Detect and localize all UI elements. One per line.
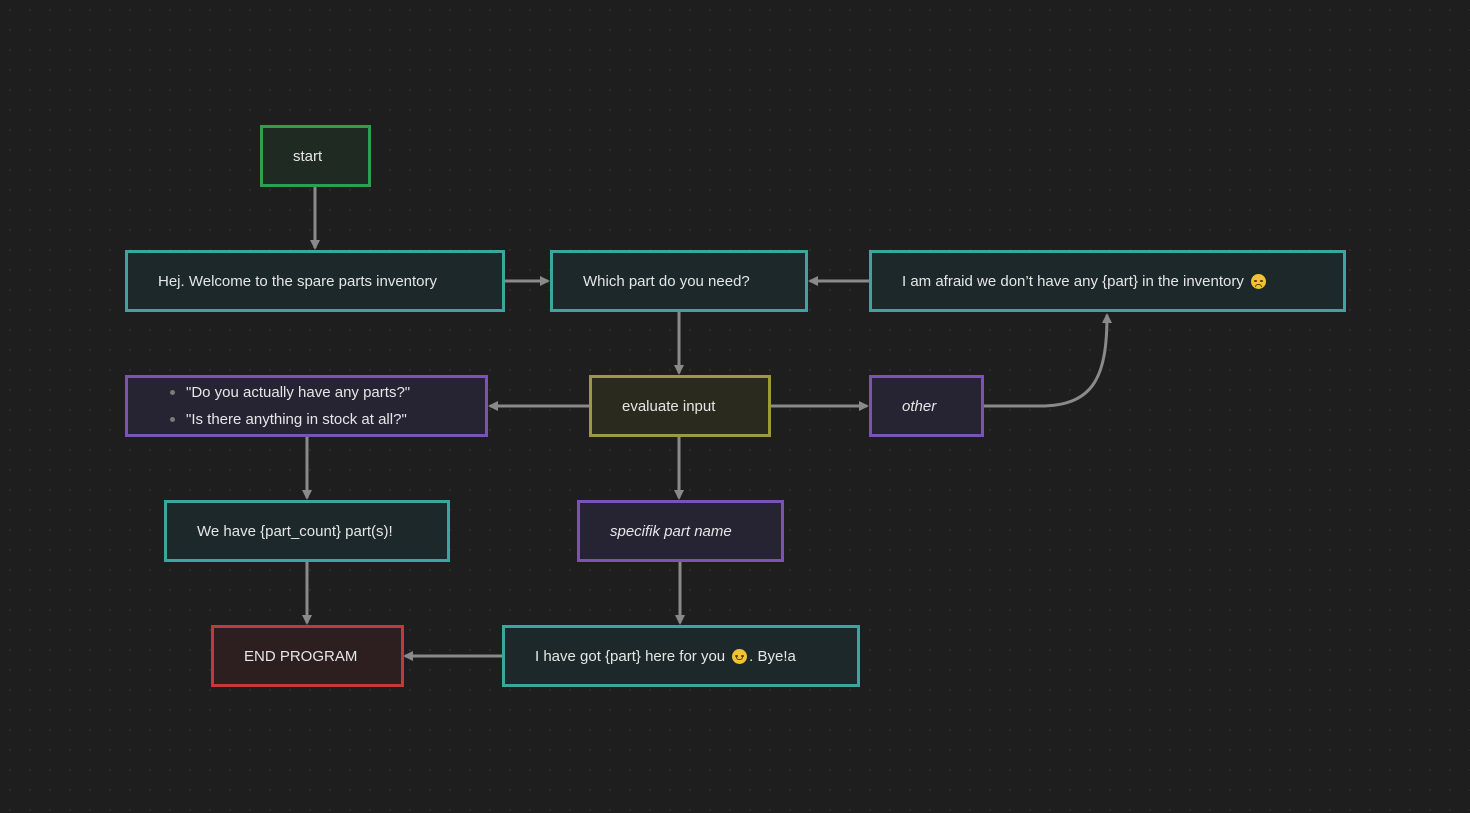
node-afraid[interactable]: I am afraid we don’t have any {part} in … xyxy=(869,250,1346,312)
questions-list: "Do you actually have any parts?" "Is th… xyxy=(158,379,410,433)
node-evaluate-input-label: evaluate input xyxy=(622,397,716,415)
edge-other-to-afraid xyxy=(984,313,1112,408)
question-item: "Do you actually have any parts?" xyxy=(158,379,410,406)
node-have-part-label-after: . Bye!a xyxy=(749,647,796,665)
node-specific-part-label: specifik part name xyxy=(610,522,732,540)
node-have-part[interactable]: I have got {part} here for you . Bye!a xyxy=(502,625,860,687)
node-start[interactable]: start xyxy=(260,125,371,187)
node-other[interactable]: other xyxy=(869,375,984,437)
node-other-label: other xyxy=(902,397,937,415)
node-which-part-label: Which part do you need? xyxy=(583,272,750,290)
node-part-count-label: We have {part_count} part(s)! xyxy=(197,522,393,540)
node-evaluate-input[interactable]: evaluate input xyxy=(589,375,771,437)
node-end-program-label: END PROGRAM xyxy=(244,647,358,665)
node-questions[interactable]: "Do you actually have any parts?" "Is th… xyxy=(125,375,488,437)
node-specific-part[interactable]: specifik part name xyxy=(577,500,784,562)
node-welcome-label: Hej. Welcome to the spare parts inventor… xyxy=(158,272,438,290)
sad-face-emoji-icon xyxy=(1250,273,1266,289)
node-start-label: start xyxy=(293,147,323,165)
node-afraid-label: I am afraid we don’t have any {part} in … xyxy=(902,272,1244,290)
node-have-part-label-before: I have got {part} here for you xyxy=(535,647,726,665)
node-part-count[interactable]: We have {part_count} part(s)! xyxy=(164,500,450,562)
question-item: "Is there anything in stock at all?" xyxy=(158,406,410,433)
node-welcome[interactable]: Hej. Welcome to the spare parts inventor… xyxy=(125,250,505,312)
smiling-face-emoji-icon xyxy=(732,648,748,664)
node-end-program[interactable]: END PROGRAM xyxy=(211,625,404,687)
node-which-part[interactable]: Which part do you need? xyxy=(550,250,808,312)
